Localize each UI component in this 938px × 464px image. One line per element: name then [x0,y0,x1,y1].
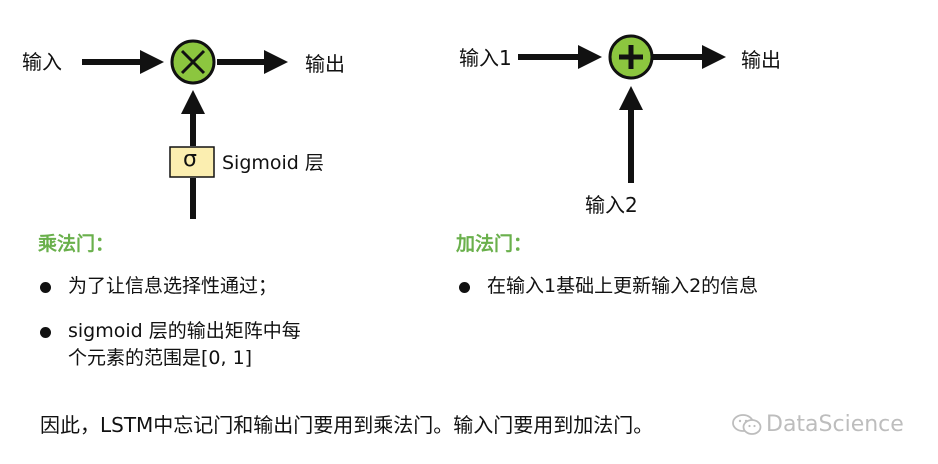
bullet-dot [40,327,51,338]
multiply-icon [170,39,216,85]
bullet-text: 个元素的范围是[0, 1] [68,347,253,369]
plus-icon [608,34,654,80]
bullet-text: sigmoid 层的输出矩阵中每 [68,320,301,342]
bullet-text: 在输入1基础上更新输入2的信息 [487,275,759,297]
bullet-dot [459,282,470,293]
watermark-text: DataScience [766,412,904,437]
footer-note: 因此，LSTM中忘记门和输出门要用到乘法门。输入门要用到加法门。 [40,413,654,437]
sigma-symbol: σ [183,147,197,172]
add-bullet-1: 在输入1基础上更新输入2的信息 [459,273,758,300]
wechat-icon [732,414,762,435]
sigmoid-layer-box [169,146,215,178]
multiply-gate-title: 乘法门： [38,233,115,255]
sigmoid-layer-label: Sigmoid 层 [222,152,324,174]
multiply-bullet-1: 为了让信息选择性通过； [40,273,277,300]
bullet-text: 为了让信息选择性通过； [68,275,278,297]
add-input1-label: 输入1 [459,46,512,70]
multiply-bullet-2: sigmoid 层的输出矩阵中每 个元素的范围是[0, 1] [40,318,301,372]
bullet-dot [40,282,51,293]
watermark: DataScience [732,412,904,438]
multiply-input-label: 输入 [22,50,62,74]
add-output-label: 输出 [741,48,781,72]
add-input2-label: 输入2 [585,193,638,217]
add-gate-title: 加法门： [456,233,533,255]
multiply-output-label: 输出 [305,52,345,76]
